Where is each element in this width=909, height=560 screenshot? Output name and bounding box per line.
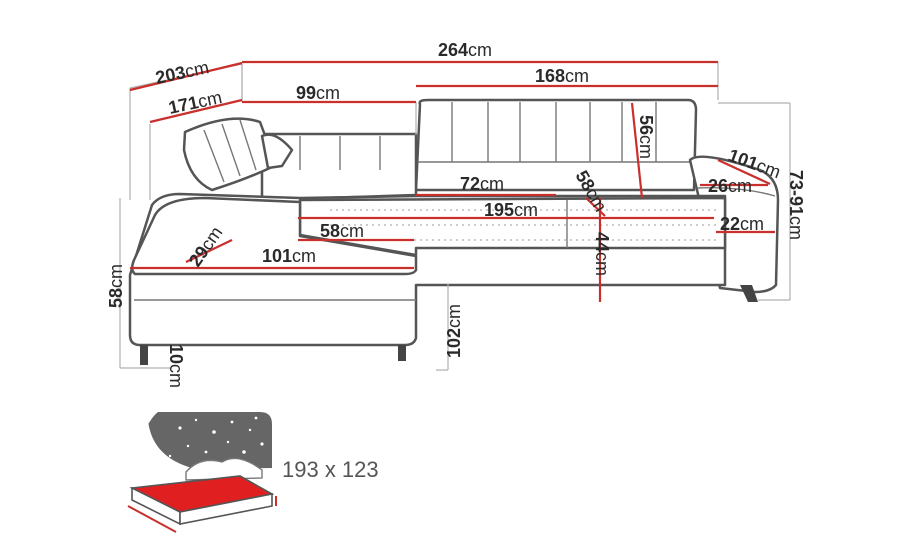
- label-right-width: 168cm: [535, 66, 589, 86]
- label-total-depth: 203cm: [154, 57, 211, 88]
- label-leg-height: 10cm: [166, 344, 186, 388]
- label-armrest-width: 22cm: [720, 214, 764, 234]
- label-armrest-height: 26cm: [708, 176, 752, 196]
- dimension-lines: [129, 60, 775, 302]
- label-seat-height: 44cm: [592, 232, 612, 276]
- label-chaise-length: 102cm: [444, 304, 464, 358]
- leg-left: [140, 345, 148, 365]
- leg-chaise: [398, 345, 406, 361]
- label-corner-width: 171cm: [167, 87, 224, 118]
- sleeping-area-size: 193 x 123: [282, 457, 379, 482]
- leg-right: [740, 285, 758, 302]
- moon-and-stars-bed-icon: [127, 412, 277, 533]
- label-side-height: 58cm: [106, 264, 126, 308]
- label-total-height: 73-91cm: [786, 170, 806, 240]
- sofa-illustration: [128, 98, 780, 365]
- right-armrest: [688, 155, 780, 294]
- label-left-back-width: 99cm: [296, 83, 340, 103]
- label-seat-width-right: 195cm: [484, 200, 538, 220]
- label-seat-depth-left: 58cm: [320, 221, 364, 241]
- label-headrest-width: 72cm: [460, 174, 504, 194]
- label-backrest-height: 56cm: [636, 115, 656, 159]
- label-total-width: 264cm: [438, 40, 492, 60]
- headrest-left-roll: [260, 133, 294, 170]
- label-chaise-width: 101cm: [262, 246, 316, 266]
